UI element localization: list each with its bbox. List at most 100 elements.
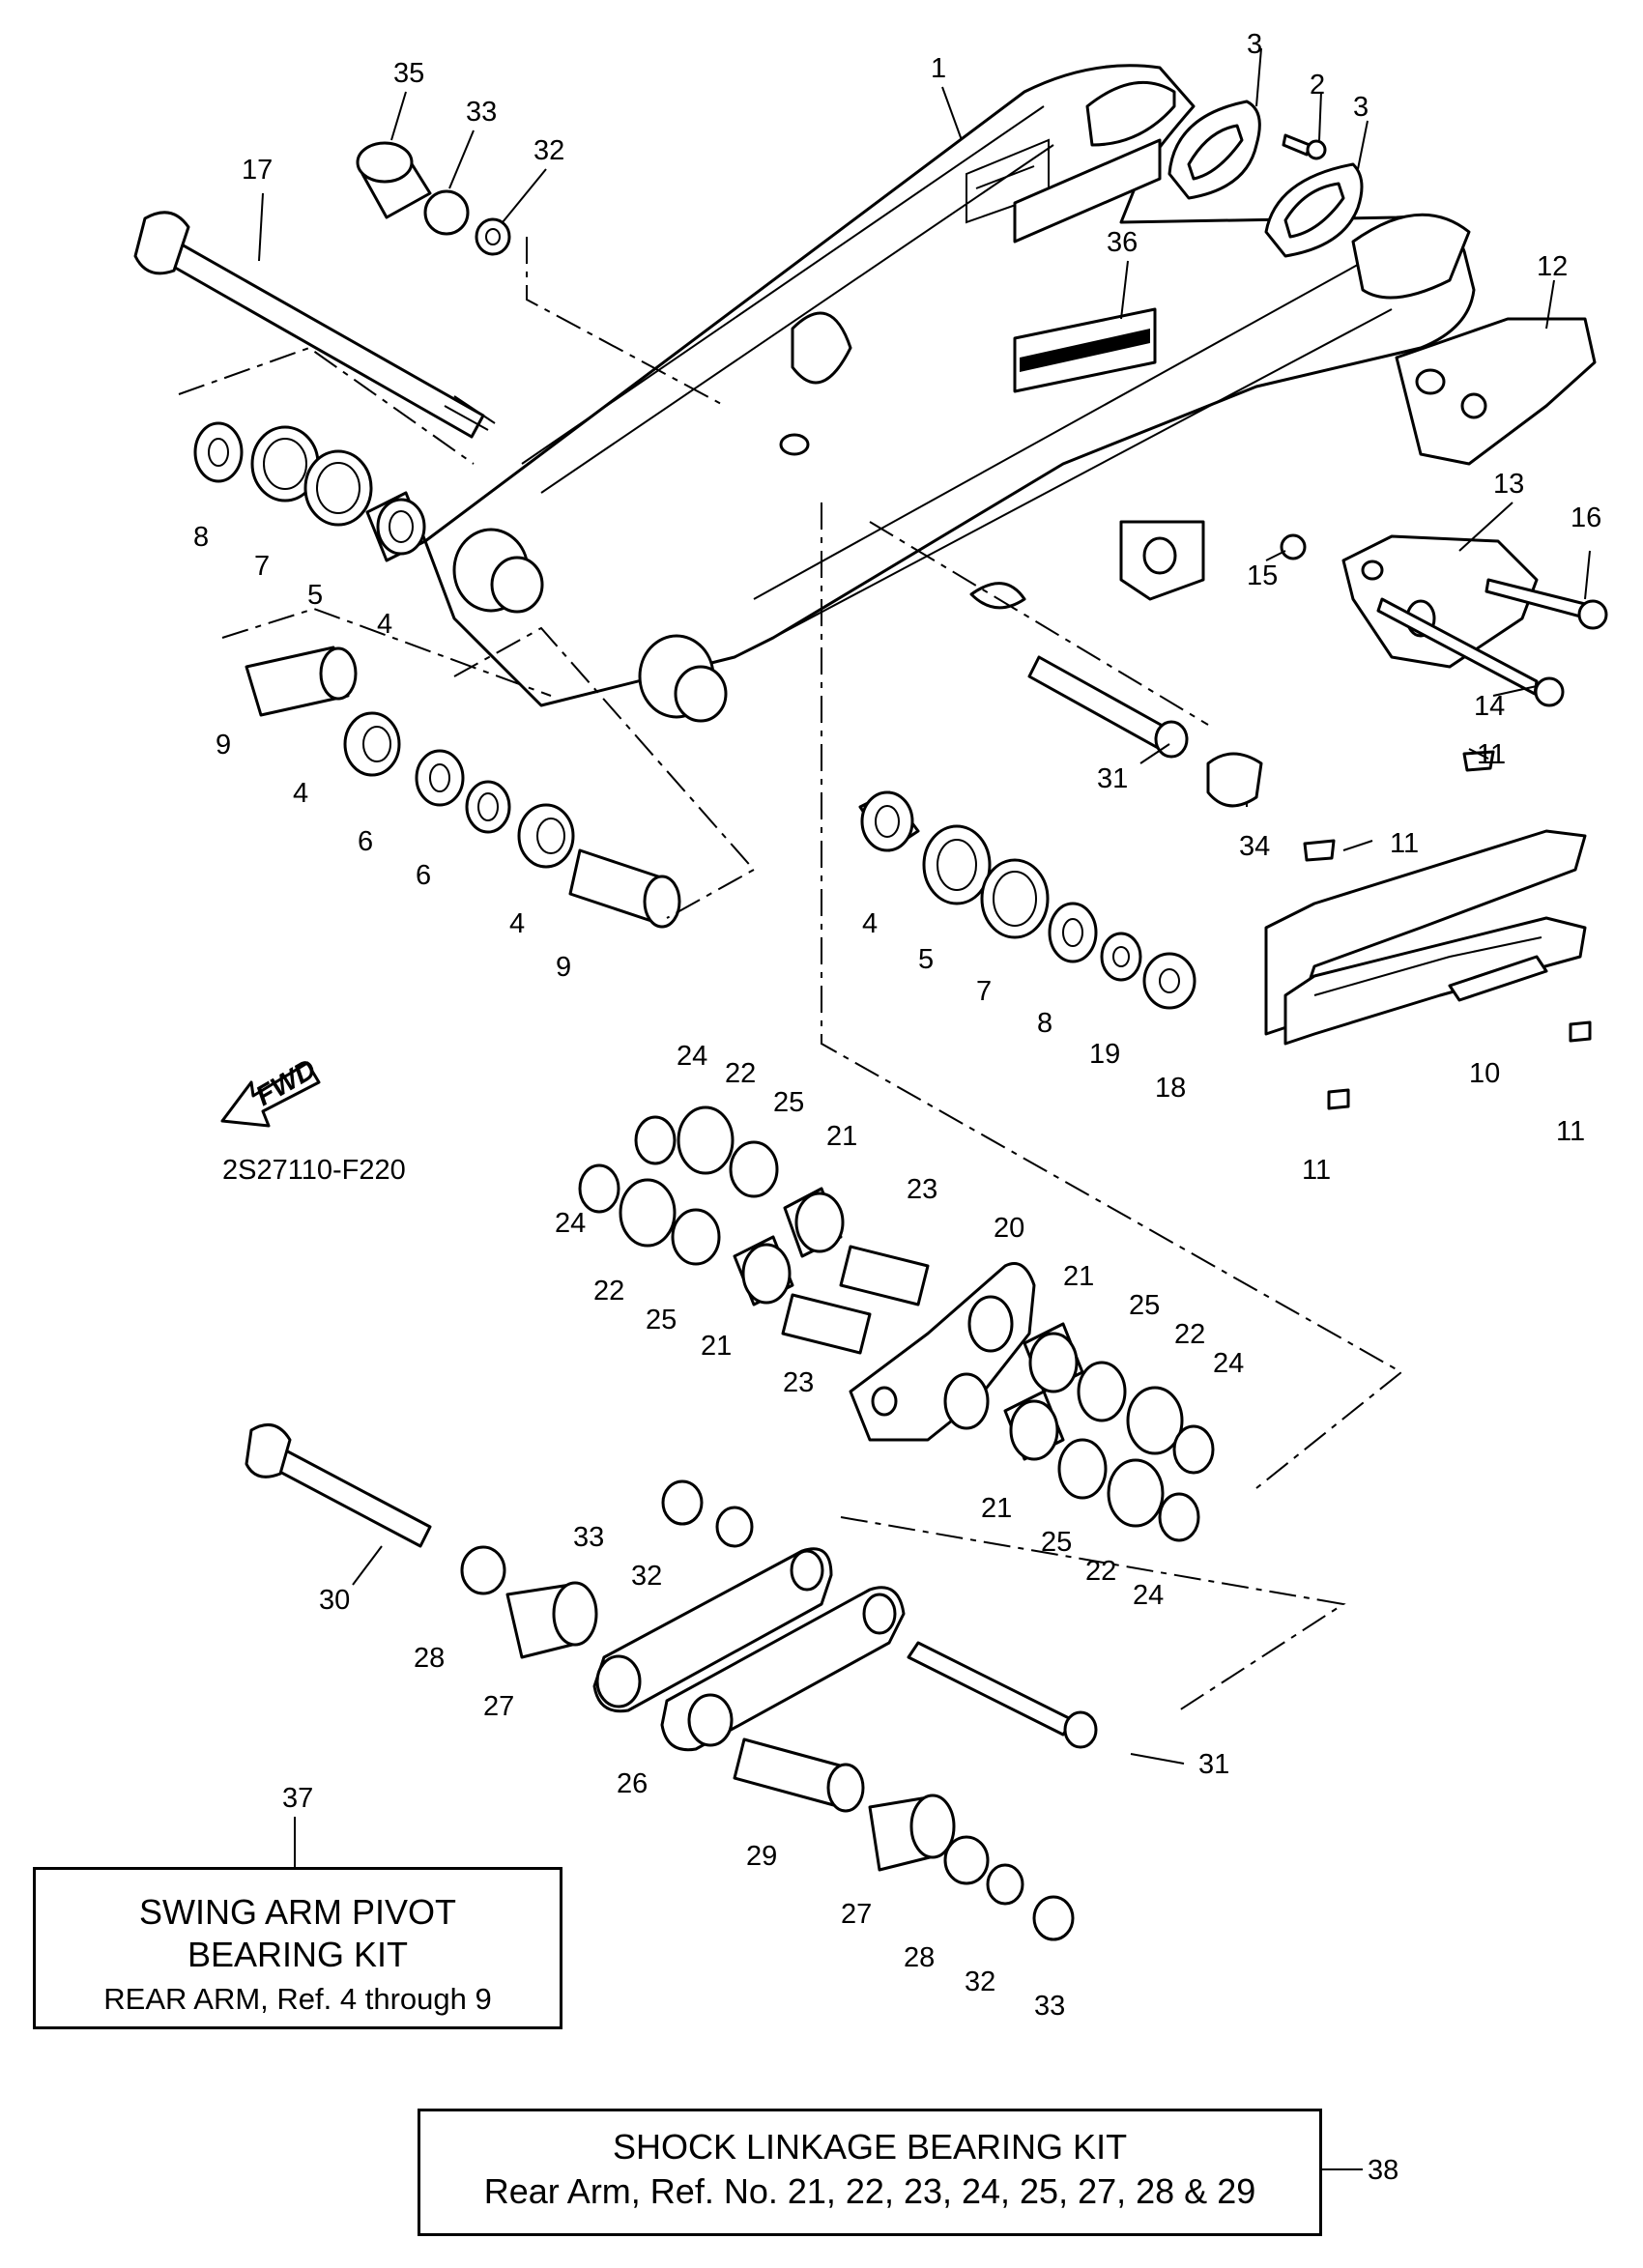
callout-11: 11: [1477, 739, 1506, 770]
callout-31: 31: [1097, 763, 1128, 794]
callout-17: 17: [242, 155, 273, 186]
callout-12: 12: [1537, 251, 1568, 282]
callout-4: 4: [509, 908, 525, 939]
callout-6: 6: [358, 826, 373, 857]
callout-24: 24: [1133, 1580, 1164, 1611]
callout-26: 26: [617, 1768, 648, 1799]
callout-32: 32: [631, 1561, 662, 1592]
right-bearing-set: [858, 790, 1196, 1010]
callout-31: 31: [1198, 1749, 1229, 1780]
callout-10: 10: [1469, 1058, 1500, 1089]
callout-21: 21: [701, 1331, 732, 1362]
callout-37: 37: [282, 1783, 313, 1814]
kit-subtitle: BEARING KIT: [187, 1935, 409, 1974]
callout-25: 25: [1129, 1290, 1160, 1321]
leader-lines-lower: [294, 1545, 1363, 2170]
callout-15: 15: [1247, 560, 1278, 591]
callout-28: 28: [904, 1942, 935, 1973]
callout-1: 1: [931, 53, 946, 84]
callout-18: 18: [1155, 1073, 1186, 1104]
callout-16: 16: [1571, 502, 1601, 533]
callout-33: 33: [573, 1522, 604, 1553]
leader-lines: [258, 47, 1591, 851]
adjust-plates: [1167, 100, 1364, 258]
callout-6: 6: [416, 860, 431, 891]
callout-13: 13: [1493, 469, 1524, 500]
callout-9: 9: [216, 730, 231, 761]
callout-22: 22: [1174, 1319, 1205, 1350]
callout-7: 7: [976, 976, 992, 1007]
callout-7: 7: [254, 551, 270, 582]
collar-set-left: [245, 646, 681, 929]
callout-21: 21: [981, 1493, 1012, 1524]
callout-33: 33: [1034, 1991, 1065, 2022]
callout-36: 36: [1107, 227, 1138, 258]
callout-9: 9: [556, 952, 571, 983]
left-bearing-set: [193, 421, 427, 562]
callout-32: 32: [965, 1967, 995, 1997]
kit-title: SHOCK LINKAGE BEARING KIT: [612, 2127, 1128, 2167]
callout-32: 32: [533, 135, 564, 166]
callout-5: 5: [918, 944, 934, 975]
connecting-rod: [592, 1547, 906, 1752]
callout-25: 25: [1041, 1527, 1072, 1558]
callout-33: 33: [466, 97, 497, 128]
callout-11: 11: [1390, 828, 1419, 859]
callout-24: 24: [1213, 1348, 1244, 1379]
chain-guide: [1280, 533, 1608, 707]
linkage-bearings: [578, 1105, 1215, 1542]
lower-bolt-set: [245, 1422, 1098, 1941]
callout-22: 22: [593, 1276, 624, 1306]
callout-5: 5: [307, 580, 323, 611]
label-plate: [1013, 307, 1157, 393]
kit-refs: REAR ARM, Ref. 4 through 9: [103, 1982, 492, 2016]
fwd-arrow-icon: FWD: [220, 1053, 322, 1128]
swing-arm: [423, 64, 1476, 723]
assembly-lines: [178, 237, 1403, 1711]
shock-linkage-kit-box: SHOCK LINKAGE BEARING KIT Rear Arm, Ref.…: [418, 2109, 1322, 2236]
callout-3: 3: [1353, 92, 1369, 123]
callout-21: 21: [826, 1121, 857, 1152]
callout-14: 14: [1474, 691, 1505, 722]
chain-puller-block: [1395, 317, 1597, 466]
callout-8: 8: [193, 522, 209, 553]
callout-38: 38: [1368, 2155, 1398, 2186]
callout-2: 2: [1310, 70, 1325, 100]
kit-refs: Rear Arm, Ref. No. 21, 22, 23, 24, 25, 2…: [483, 2171, 1256, 2211]
callout-3: 3: [1247, 29, 1262, 60]
callout-4: 4: [377, 609, 392, 640]
pivot-axle: [133, 211, 496, 439]
kit-title: SWING ARM PIVOT: [138, 1892, 457, 1932]
callout-27: 27: [841, 1899, 872, 1930]
callout-4: 4: [293, 778, 308, 809]
callout-30: 30: [319, 1585, 350, 1616]
pivot-bolt-upper: [1027, 655, 1263, 808]
callout-labels: 1 2 3 3 35 33 32 17 36 12 13 16 15 14 8 …: [193, 29, 1601, 2186]
callout-22: 22: [725, 1058, 756, 1089]
diagram-code: 2S27110-F220: [222, 1155, 406, 1186]
callout-24: 24: [677, 1041, 707, 1072]
top-bushings: [356, 141, 511, 256]
callout-22: 22: [1085, 1556, 1116, 1587]
callout-23: 23: [907, 1174, 937, 1205]
swing-arm-kit-box: SWING ARM PIVOT BEARING KIT REAR ARM, Re…: [33, 1867, 562, 2029]
chain-slider: [1264, 750, 1592, 1110]
callout-35: 35: [393, 58, 424, 89]
callout-21: 21: [1063, 1261, 1094, 1292]
callout-24: 24: [555, 1208, 586, 1239]
callout-11: 11: [1556, 1116, 1585, 1147]
relay-arm: [849, 1262, 1036, 1442]
callout-25: 25: [773, 1087, 804, 1118]
callout-23: 23: [783, 1367, 814, 1398]
fwd-label: FWD: [251, 1053, 322, 1112]
callout-34: 34: [1239, 831, 1270, 862]
callout-25: 25: [646, 1305, 677, 1335]
callout-8: 8: [1037, 1008, 1052, 1039]
callout-20: 20: [994, 1213, 1024, 1244]
callout-19: 19: [1089, 1039, 1120, 1070]
callout-28: 28: [414, 1643, 445, 1674]
callout-27: 27: [483, 1691, 514, 1722]
callout-4: 4: [862, 908, 878, 939]
callout-11: 11: [1302, 1155, 1331, 1186]
